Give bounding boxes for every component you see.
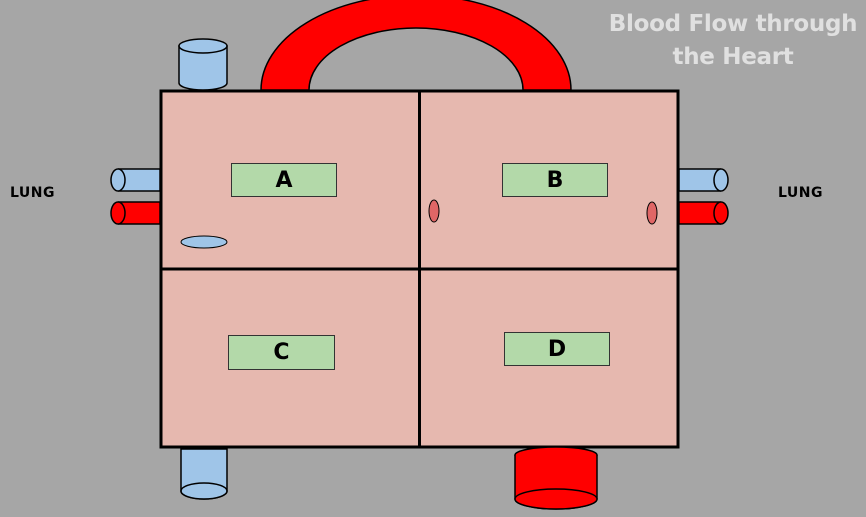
left-red-vessel xyxy=(110,201,161,225)
chamber-label-b: B xyxy=(502,163,608,197)
chamber-label-c: C xyxy=(228,335,335,370)
diagram-title: Blood Flow through the Heart xyxy=(600,8,866,74)
chamber-label-d: D xyxy=(504,332,610,366)
valve-center-red xyxy=(428,199,440,223)
aortic-arch xyxy=(260,0,572,91)
left-blue-vessel xyxy=(110,168,161,192)
right-red-vessel xyxy=(678,201,729,225)
title-line-1: Blood Flow through xyxy=(608,11,858,37)
valve-left-blue xyxy=(180,235,228,249)
right-blue-vessel xyxy=(678,168,729,192)
valve-right-red xyxy=(646,201,658,225)
inferior-vena-cava xyxy=(180,448,228,500)
bottom-red-vessel xyxy=(514,446,598,510)
chamber-label-a: A xyxy=(231,163,337,197)
lung-label-right: LUNG xyxy=(778,185,823,201)
title-line-2: the Heart xyxy=(672,44,794,70)
superior-vena-cava xyxy=(178,38,228,91)
lung-label-left: LUNG xyxy=(10,185,55,201)
